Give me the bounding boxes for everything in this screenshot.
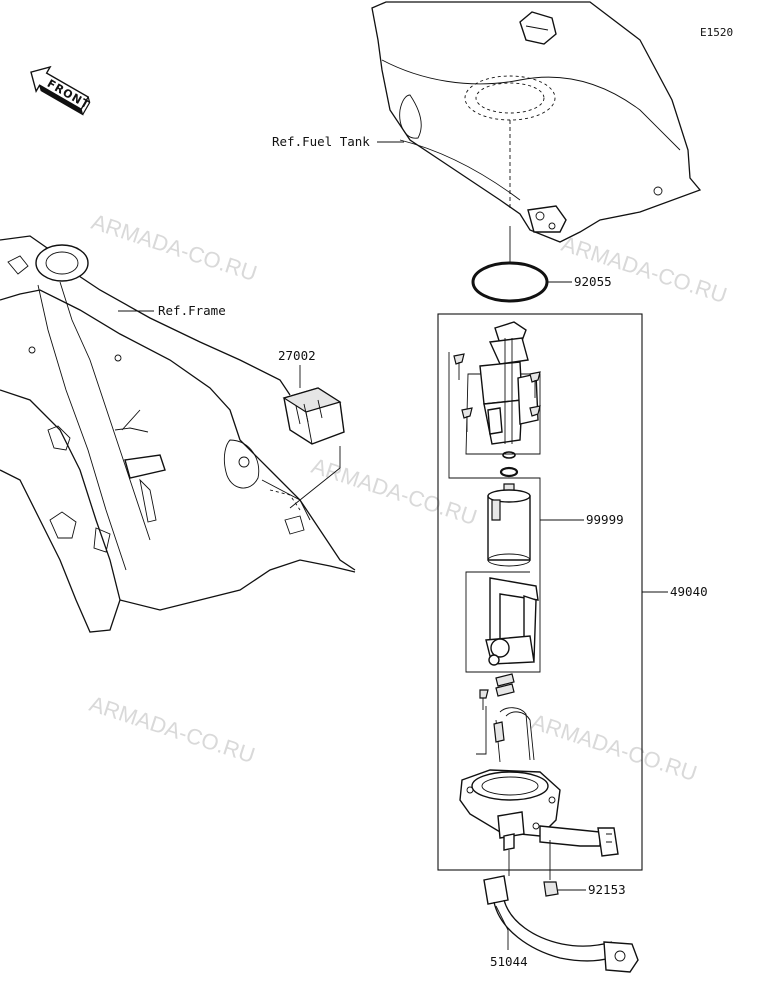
part-label-92055: 92055 bbox=[574, 274, 612, 289]
ref-frame-label: Ref.Frame bbox=[158, 303, 226, 318]
watermarks: ARMADA-CO.RU ARMADA-CO.RU ARMADA-CO.RU A… bbox=[86, 209, 730, 786]
diagram-code: E1520 bbox=[700, 26, 733, 39]
part-label-99999: 99999 bbox=[586, 512, 624, 527]
ref-fuel-tank-label: Ref.Fuel Tank bbox=[272, 134, 370, 149]
part-92153-bolt: 92153 bbox=[543, 840, 626, 897]
fuel-pump-motor bbox=[487, 483, 531, 567]
front-arrow-icon: FRONT bbox=[30, 65, 92, 116]
fuel-filter bbox=[479, 577, 539, 710]
fuel-tank-outline bbox=[371, 1, 702, 243]
watermark-4: ARMADA-CO.RU bbox=[86, 691, 258, 768]
part-51044-hose: 51044 bbox=[483, 850, 639, 973]
pump-base-flange bbox=[459, 706, 619, 857]
watermark-1: ARMADA-CO.RU bbox=[88, 209, 260, 286]
part-label-49040: 49040 bbox=[670, 584, 708, 599]
pump-upper-bracket bbox=[453, 321, 541, 455]
pump-o-rings bbox=[499, 451, 519, 478]
part-label-51044: 51044 bbox=[490, 954, 528, 969]
watermark-2: ARMADA-CO.RU bbox=[558, 231, 730, 308]
part-27002-relay: 27002 bbox=[278, 348, 345, 509]
watermark-5: ARMADA-CO.RU bbox=[528, 709, 700, 786]
part-label-27002: 27002 bbox=[278, 348, 316, 363]
part-92055-o-ring: 92055 bbox=[471, 226, 612, 303]
part-label-92153: 92153 bbox=[588, 882, 626, 897]
frame-outline bbox=[0, 235, 356, 633]
watermark-3: ARMADA-CO.RU bbox=[308, 453, 480, 530]
